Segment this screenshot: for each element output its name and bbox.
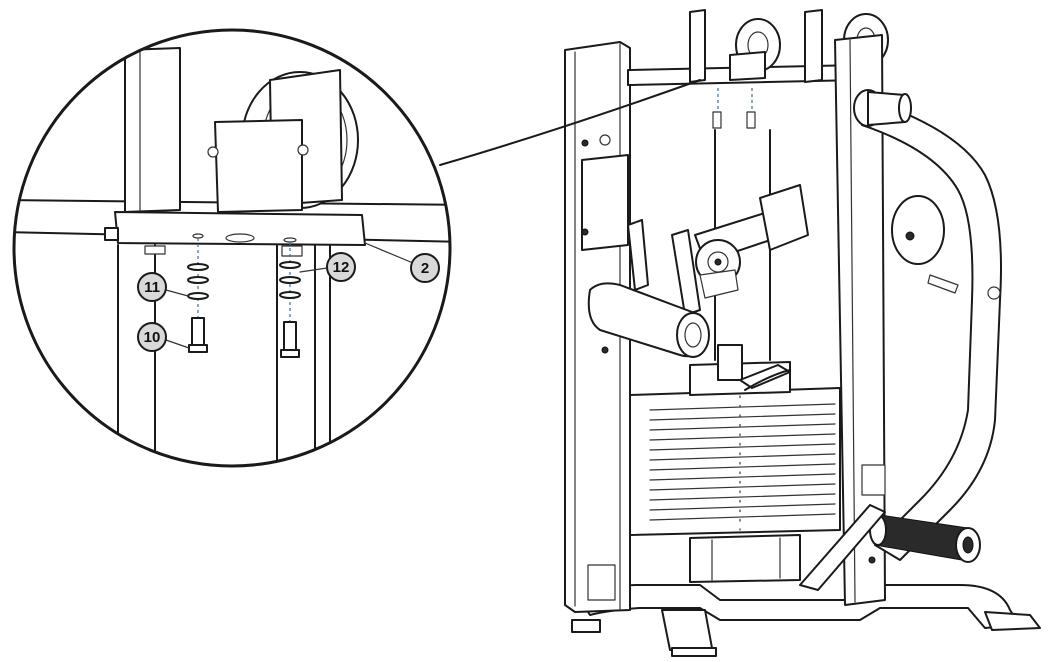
machine-illustration <box>564 9 1041 657</box>
callout-2: 2 <box>364 242 440 283</box>
weight-card-plate <box>581 154 629 251</box>
callout-10: 10 <box>137 322 190 352</box>
callout-11: 11 <box>137 272 189 302</box>
foot-roller <box>869 514 981 563</box>
right-frame <box>834 34 886 606</box>
callout-12: 12 <box>299 252 356 282</box>
base-frame <box>571 584 1041 657</box>
callout-12-label: 12 <box>333 259 350 276</box>
weight-stack <box>629 344 841 583</box>
diagonal-strut <box>799 504 886 591</box>
cable <box>744 369 791 391</box>
detail-view <box>12 28 452 468</box>
curved-arm <box>853 89 1002 561</box>
tube-crossbar <box>587 282 710 358</box>
callout-10-label: 10 <box>144 329 161 346</box>
pivot-arm-assembly <box>627 184 809 316</box>
leader-line <box>439 79 701 166</box>
callout-11-label: 11 <box>144 279 160 296</box>
callout-2-label: 2 <box>421 260 429 277</box>
